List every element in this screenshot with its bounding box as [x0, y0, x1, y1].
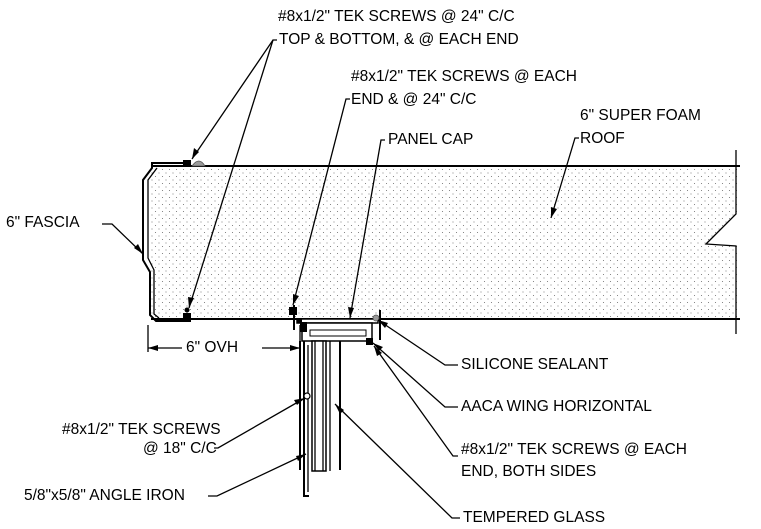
tek-screws-top-label-2: TOP & BOTTOM, & @ EACH END [279, 31, 519, 48]
fascia-profile [142, 162, 186, 322]
tek-screws-18-label-1: #8x1/2" TEK SCREWS [62, 421, 221, 438]
wing-horizontal [297, 318, 373, 345]
ovh-label: 6" OVH [186, 339, 239, 356]
ovh-dimension [147, 325, 301, 352]
tek-screws-top-label-1: #8x1/2" TEK SCREWS @ 24" C/C [278, 8, 515, 25]
tek-screws-both-label-1: #8x1/2" TEK SCREWS @ EACH [461, 441, 687, 458]
tek-screws-18-label-2: @ 18" C/C [143, 440, 217, 457]
vertical-post [299, 340, 341, 472]
silicone-sealant-label: SILICONE SEALANT [461, 356, 609, 373]
top-screw [183, 160, 206, 167]
leader-lines [102, 39, 579, 519]
wing-horizontal-label: AACA WING HORIZONTAL [461, 398, 652, 415]
fascia-label: 6" FASCIA [6, 214, 80, 231]
roof-label-2: ROOF [580, 130, 625, 147]
tek-screws-end-label-2: END & @ 24" C/C [351, 91, 477, 108]
roof-panel [151, 150, 740, 334]
side-screw [303, 392, 311, 400]
tek-screws-both-label-2: END, BOTH SIDES [461, 463, 597, 480]
bottom-screw [183, 307, 191, 322]
angle-iron [303, 341, 309, 497]
angle-iron-label: 5/8"x5/8" ANGLE IRON [24, 487, 185, 504]
roof-label-1: 6" SUPER FOAM [580, 107, 701, 124]
tek-screws-end-label-1: #8x1/2" TEK SCREWS @ EACH [351, 68, 577, 85]
tempered-glass-label: TEMPERED GLASS [463, 509, 606, 526]
panel-cap-label: PANEL CAP [388, 131, 474, 148]
